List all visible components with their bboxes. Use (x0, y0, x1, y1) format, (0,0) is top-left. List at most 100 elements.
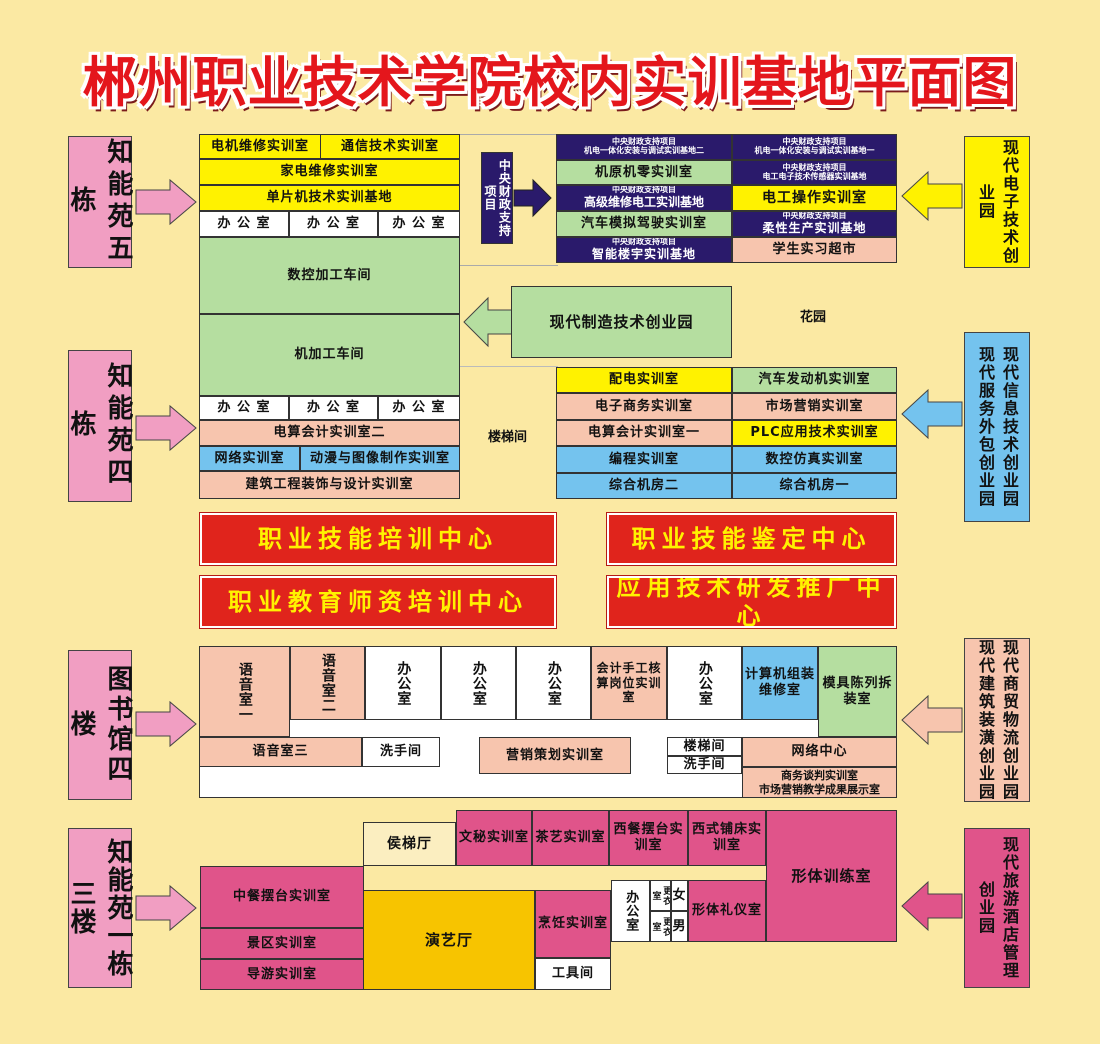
room-locker-female: 更衣室 (650, 880, 671, 911)
room-accounting-1: 电算会计实训室一 (556, 420, 732, 446)
stairwell-label: 楼梯间 (488, 430, 528, 445)
park-label-electronics: 现代电子技术创业园 (964, 136, 1030, 268)
room-mechatronics-2: 中央财政支持项目 机电一体化安装与调试实训基地二 (556, 134, 732, 160)
building-label-5: 知能苑五栋 (66, 136, 133, 268)
room-etiquette: 形体礼仪室 (688, 880, 766, 942)
arrow-right-icon (135, 178, 197, 226)
courtyard-line (460, 366, 558, 367)
room-label: 市场营销教学成果展示室 (759, 782, 880, 796)
room-accounting-2: 电算会计实训室二 (199, 420, 460, 446)
building-label-library: 图书馆四楼 (66, 650, 133, 800)
room-tea-art: 茶艺实训室 (532, 810, 609, 866)
mfg-park-label: 现代制造技术创业园 (511, 286, 732, 358)
park-label-it: 现代信息技术创业园 现代服务外包创业园 (964, 332, 1030, 522)
room-male: 男 (671, 911, 688, 942)
room-engine: 汽车发动机实训室 (732, 367, 897, 393)
room-mech-parts: 机原机零实训室 (556, 160, 732, 185)
room-label: 柔性生产实训基地 (762, 221, 867, 236)
room-driving-sim: 汽车模拟驾驶实训室 (556, 211, 732, 237)
room-female: 女 (671, 880, 688, 911)
park-label-tourism: 现代旅游酒店管理创业园 (964, 828, 1030, 988)
room-machining-workshop: 机加工车间 (199, 314, 460, 396)
room-network: 网络实训室 (199, 446, 300, 471)
fund-tag: 中央财政支持项目 (782, 162, 847, 172)
room-cnc-sim: 数控仿真实训室 (732, 446, 897, 473)
room-label: 机电一体化安装与调试实训基地一 (754, 146, 875, 155)
center-skills-training: 职业技能培训中心 (199, 512, 557, 566)
room-bed-making: 西式铺床实训室 (688, 810, 766, 866)
room-language-1: 语音室一 (199, 646, 290, 737)
room-label: 商务谈判实训室 (781, 769, 858, 783)
room-western-table: 西餐摆台实训室 (609, 810, 688, 866)
arrow-left-icon (463, 296, 513, 348)
room-label: 高级维修电工实训基地 (583, 195, 704, 210)
room-network-center: 网络中心 (742, 737, 897, 767)
room-ecommerce: 电子商务实训室 (556, 393, 732, 420)
room-office: 办公室 (441, 646, 516, 720)
room-marketing: 市场营销实训室 (732, 393, 897, 420)
room-office: 办 公 室 (199, 396, 289, 420)
room-fitness: 形体训练室 (766, 810, 897, 942)
room-power-distribution: 配电实训室 (556, 367, 732, 393)
arrow-right-icon (135, 884, 197, 932)
room-animation: 动漫与图像制作实训室 (300, 446, 460, 471)
arrow-left-icon (901, 880, 963, 932)
room-office: 办 公 室 (289, 211, 378, 237)
arrow-left-icon (901, 388, 963, 440)
room-tools: 工具间 (535, 958, 611, 990)
fund-tag: 中央财政支持项目 (612, 237, 676, 247)
arrow-right-icon (513, 178, 552, 218)
room-label: 机电一体化安装与调试实训基地二 (584, 146, 704, 155)
page-title: 郴州职业技术学院校内实训基地平面图 (82, 51, 1018, 114)
room-office: 办 公 室 (378, 211, 460, 237)
room-plc: PLC应用技术实训室 (732, 420, 897, 446)
center-teacher-training: 职业教育师资培训中心 (199, 575, 557, 629)
room-office: 办公室 (667, 646, 742, 720)
room-biz-negotiation: 商务谈判实训室 市场营销教学成果展示室 (742, 767, 897, 798)
building-label-4: 知能苑四栋 (66, 350, 133, 502)
room-tour-guide: 导游实训室 (200, 959, 364, 990)
building-label-1: 知能苑一栋三楼 (66, 828, 133, 988)
room-office: 办 公 室 (199, 211, 289, 237)
room-mechatronics-1: 中央财政支持项目 机电一体化安装与调试实训基地一 (732, 134, 897, 160)
room-electrician-ops: 电工操作实训室 (732, 185, 897, 211)
room-theater: 演艺厅 (363, 890, 535, 990)
room-smart-building: 中央财政支持项目 智能楼宇实训基地 (556, 237, 732, 263)
room-pc-assembly: 计算机组装维修室 (742, 646, 818, 720)
arrow-left-icon (901, 170, 963, 222)
room-manual-accounting: 会计手工核算岗位实训室 (591, 646, 667, 720)
room-sensor-base: 中央财政支持项目 电工电子技术传感器实训基地 (732, 160, 897, 185)
room-telecom: 通信技术实训室 (320, 134, 460, 159)
room-mcu: 单片机技术实训基地 (199, 185, 460, 211)
room-appliance-repair: 家电维修实训室 (199, 159, 460, 185)
room-computer-lab-1: 综合机房一 (732, 473, 897, 499)
room-secretarial: 文秘实训室 (456, 810, 532, 866)
room-motor-repair: 电机维修实训室 (199, 134, 321, 159)
arrow-left-icon (901, 694, 963, 746)
room-office: 办公室 (611, 880, 650, 942)
fund-tag: 中央财政支持项目 (782, 137, 847, 147)
center-skills-assessment: 职业技能鉴定中心 (606, 512, 897, 566)
room-architecture: 建筑工程装饰与设计实训室 (199, 471, 460, 499)
room-elevator-lobby: 侯梯厅 (363, 822, 456, 866)
arrow-right-icon (135, 700, 197, 748)
room-cnc-workshop: 数控加工车间 (199, 237, 460, 314)
courtyard-frame (460, 134, 558, 266)
room-mold-display: 模具陈列拆装室 (818, 646, 897, 737)
room-programming: 编程实训室 (556, 446, 732, 473)
room-office: 办公室 (365, 646, 441, 720)
room-flexible-production: 中央财政支持项目 柔性生产实训基地 (732, 211, 897, 237)
fund-tag: 中央财政支持项目 (612, 137, 676, 147)
fund-tag: 中央财政支持项目 (612, 185, 676, 195)
room-senior-electrician: 中央财政支持项目 高级维修电工实训基地 (556, 185, 732, 211)
central-fund-box: 中央财政支持项目 (481, 152, 513, 244)
room-locker-male: 更衣室 (650, 911, 671, 942)
room-label: 电工电子技术传感器实训基地 (762, 171, 867, 181)
room-chinese-table: 中餐摆台实训室 (200, 866, 364, 928)
room-student-market: 学生实习超市 (732, 237, 897, 263)
room-language-2: 语音室二 (290, 646, 365, 720)
park-label-commerce: 现代商贸物流创业园 现代建筑装潢创业园 (964, 638, 1030, 802)
arrow-right-icon (135, 404, 197, 452)
garden-label: 花园 (800, 310, 827, 325)
room-office: 办 公 室 (289, 396, 378, 420)
